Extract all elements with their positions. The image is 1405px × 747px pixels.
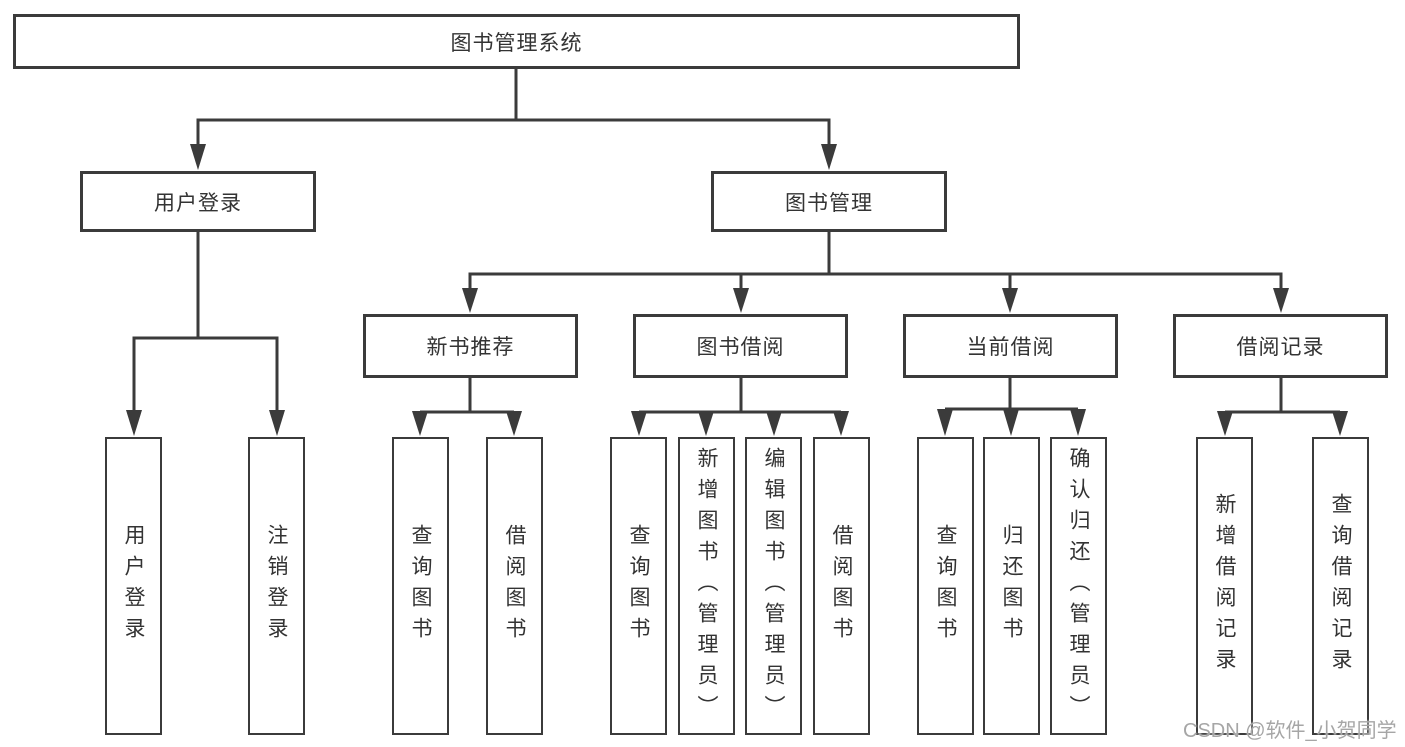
leaf-label: 确认归还（管理员） [1067, 446, 1090, 726]
leaf-user-login: 用户登录 [105, 437, 162, 735]
leaf-query-borrow-record: 查询借阅记录 [1312, 437, 1369, 735]
leaf-label: 新增图书（管理员） [695, 446, 718, 726]
watermark: CSDN @软件_小贺同学 [1183, 720, 1397, 742]
node-label: 新书推荐 [426, 336, 515, 359]
node-label: 当前借阅 [966, 336, 1055, 359]
leaf-label: 查询图书 [627, 524, 650, 648]
leaf-label: 查询借阅记录 [1329, 493, 1352, 679]
leaf-return-books: 归还图书 [983, 437, 1040, 735]
leaf-borrow-books-recommendation: 借阅图书 [486, 437, 543, 735]
leaf-query-books-recommendation: 查询图书 [392, 437, 449, 735]
leaf-label: 查询图书 [934, 524, 957, 648]
node-new-book-recommendation: 新书推荐 [363, 314, 578, 378]
leaf-label: 编辑图书（管理员） [762, 446, 785, 726]
leaf-label: 归还图书 [1000, 524, 1023, 648]
leaf-add-books-admin: 新增图书（管理员） [678, 437, 735, 735]
node-book-management: 图书管理 [711, 171, 947, 232]
leaf-edit-books-admin: 编辑图书（管理员） [745, 437, 802, 735]
leaf-confirm-return-admin: 确认归还（管理员） [1050, 437, 1107, 735]
leaf-label: 借阅图书 [830, 524, 853, 648]
leaf-query-books-current: 查询图书 [917, 437, 974, 735]
node-library-management-system: 图书管理系统 [13, 14, 1020, 69]
leaf-label: 用户登录 [122, 524, 145, 648]
node-borrowing-records: 借阅记录 [1173, 314, 1388, 378]
leaf-label: 查询图书 [409, 524, 432, 648]
leaf-borrow-books-borrowing: 借阅图书 [813, 437, 870, 735]
leaf-label: 新增借阅记录 [1213, 493, 1236, 679]
node-label: 借阅记录 [1236, 336, 1325, 359]
leaf-add-borrow-record: 新增借阅记录 [1196, 437, 1253, 735]
node-label: 图书管理 [785, 191, 873, 215]
node-book-borrowing: 图书借阅 [633, 314, 848, 378]
node-label: 用户登录 [154, 191, 242, 215]
leaf-logout: 注销登录 [248, 437, 305, 735]
node-label: 图书借阅 [696, 336, 785, 359]
leaf-query-books-borrowing: 查询图书 [610, 437, 667, 735]
node-user-login: 用户登录 [80, 171, 316, 232]
leaf-label: 借阅图书 [503, 524, 526, 648]
node-current-borrowing: 当前借阅 [903, 314, 1118, 378]
leaf-label: 注销登录 [265, 524, 288, 648]
node-label: 图书管理系统 [450, 31, 583, 55]
